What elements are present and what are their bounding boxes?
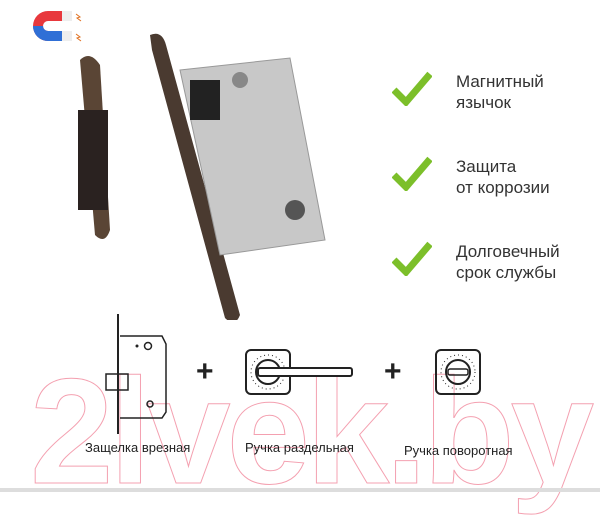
feature-line: Долговечный xyxy=(456,242,560,261)
magnet-icon xyxy=(33,11,82,42)
check-icon xyxy=(392,156,432,191)
check-icon xyxy=(392,71,432,106)
plus-sign: + xyxy=(384,355,402,388)
caption-lever-handle: Ручка раздельная xyxy=(245,440,354,455)
feature-corrosion: Защита от коррозии xyxy=(456,156,550,198)
feature-line: язычок xyxy=(456,93,511,112)
lever-handle-diagram xyxy=(245,349,353,395)
plus-sign: + xyxy=(196,355,214,388)
feature-magnetic: Магнитный язычок xyxy=(456,71,544,113)
feature-line: Магнитный xyxy=(456,72,544,91)
caption-turn-knob: Ручка поворотная xyxy=(404,443,513,458)
caption-latch: Защелка врезная xyxy=(85,440,191,455)
feature-line: от коррозии xyxy=(456,178,550,197)
feature-line: Защита xyxy=(456,157,517,176)
check-icon xyxy=(392,241,432,276)
lock-product-image xyxy=(78,33,326,320)
latch-diagram xyxy=(105,314,167,434)
bottom-border xyxy=(0,488,600,492)
turn-knob-diagram xyxy=(435,349,481,395)
feature-line: срок службы xyxy=(456,263,557,282)
feature-durable: Долговечный срок службы xyxy=(456,241,560,283)
